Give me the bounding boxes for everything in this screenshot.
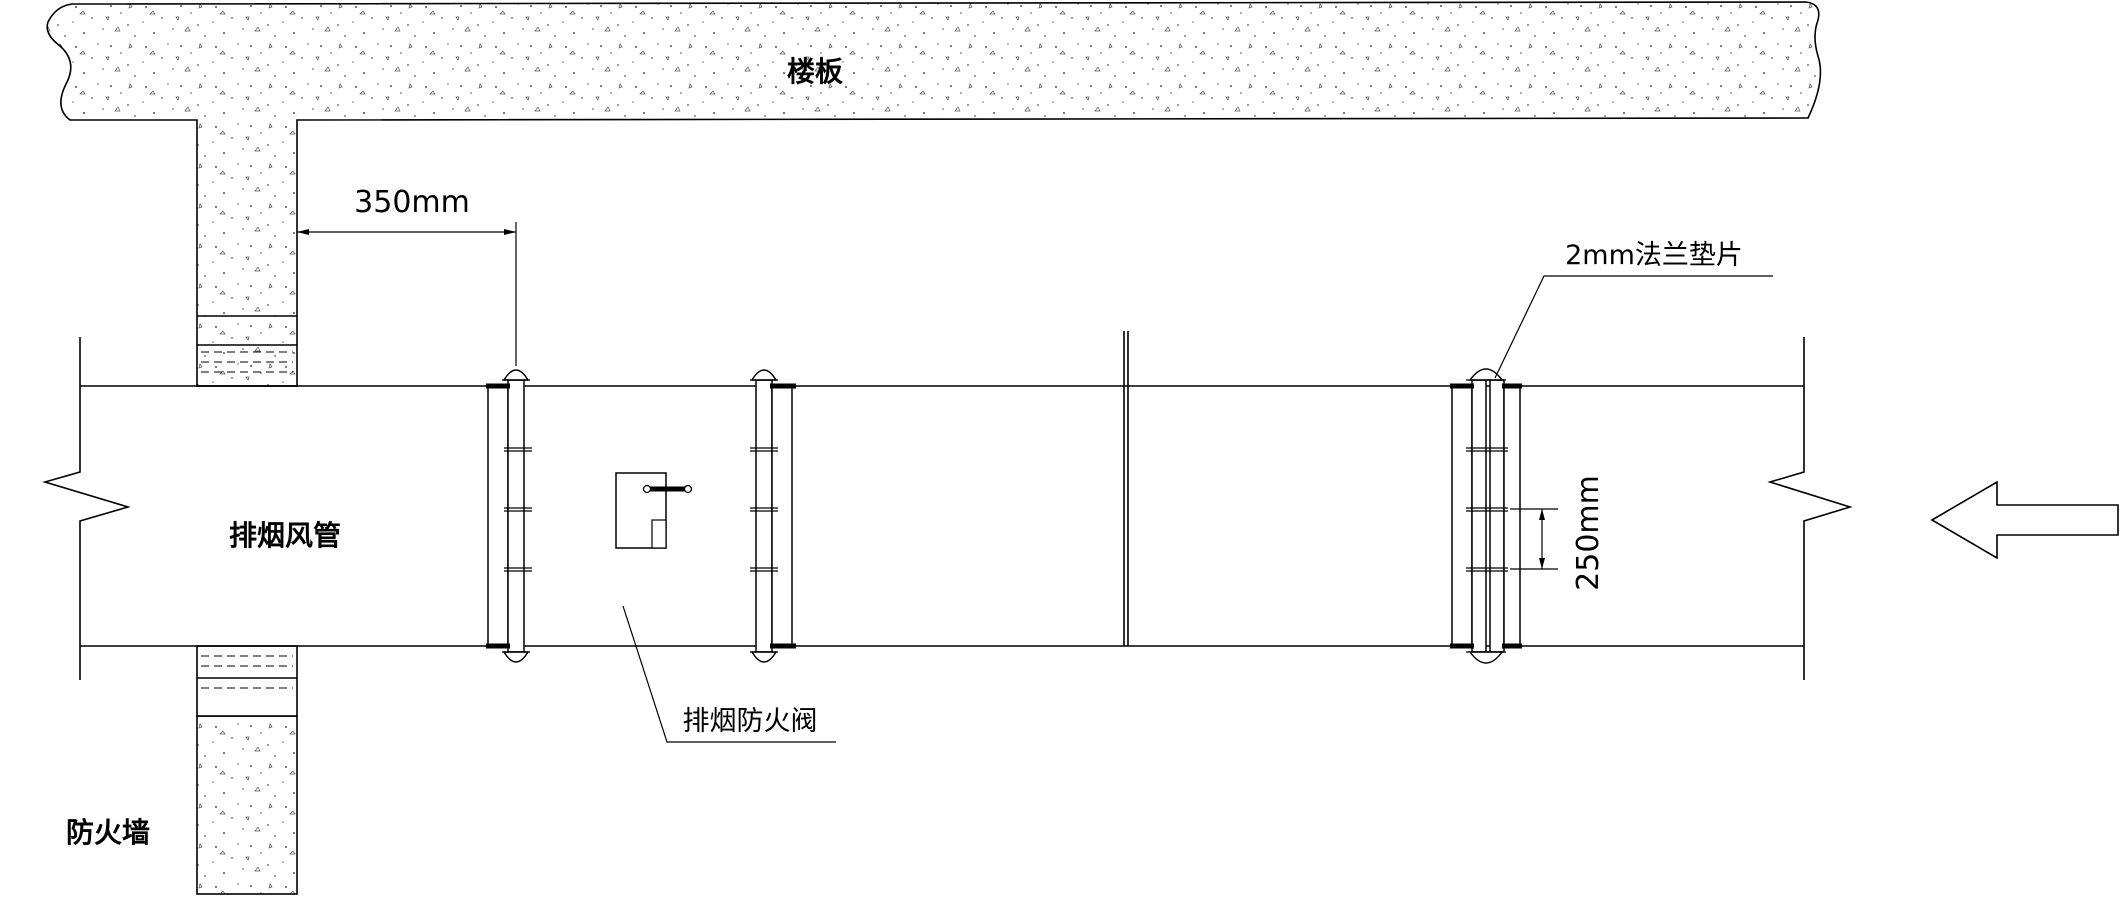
fire-wall-lower (196, 645, 298, 895)
floor-slab-label: 楼板 (787, 55, 843, 88)
damper-leader (622, 605, 836, 743)
floor-slab (46, 1, 1822, 387)
dimension-350-label: 350mm (354, 185, 470, 220)
damper-label: 排烟防火阀 (683, 706, 818, 737)
damper-actuator (615, 472, 693, 549)
flange-middle (750, 369, 796, 663)
left-arrow-icon (1930, 480, 2119, 560)
dimension-350 (297, 222, 517, 366)
flange-left (486, 369, 532, 663)
gasket-label: 2mm法兰垫片 (1565, 240, 1743, 271)
dimension-250-label: 250mm (1571, 475, 1606, 591)
gasket-leader (1494, 275, 1773, 379)
dimension-250 (1510, 508, 1558, 570)
flange-right-gasket (1450, 368, 1522, 664)
fire-wall-label: 防火墙 (66, 816, 150, 849)
smoke-duct-label: 排烟风管 (229, 519, 341, 552)
